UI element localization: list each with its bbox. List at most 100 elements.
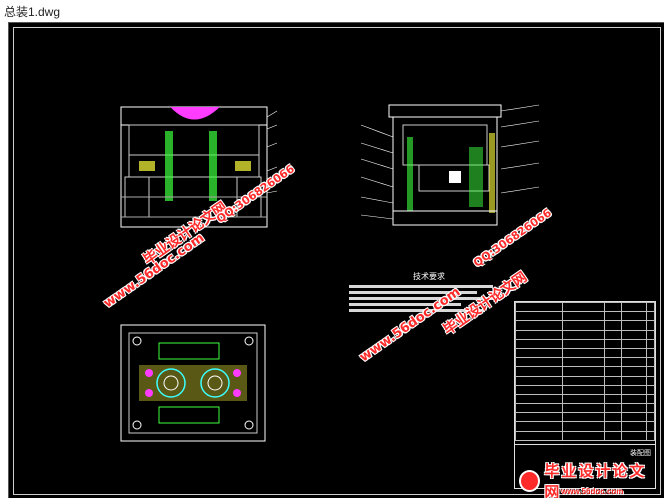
bom-row: [514, 347, 656, 359]
bom-cell: [620, 393, 647, 405]
bom-row: [514, 320, 656, 331]
window-titlebar: 总装1.dwg: [0, 0, 664, 22]
bom-cell: [514, 329, 564, 340]
bom-cell: [645, 301, 656, 313]
bom-cell: [620, 357, 647, 368]
bom-cell: [645, 357, 656, 368]
front-section-svg: [120, 106, 278, 228]
bom-cell: [645, 393, 656, 405]
bom-cell: [645, 403, 656, 414]
bom-cell: [562, 375, 605, 386]
bom-row: [514, 301, 656, 313]
bom-cell: [562, 338, 605, 349]
bom-row: [514, 357, 656, 368]
bom-cell: [562, 384, 605, 395]
drawing-border-frame: [13, 27, 661, 495]
technical-requirements: 技术要求: [349, 271, 509, 315]
brand-url: www.56doc.com: [561, 487, 624, 496]
bom-cell: [514, 301, 564, 313]
bom-row: [514, 430, 656, 441]
brand-stamp: 毕业设计论文网 www.56doc.com: [519, 463, 659, 498]
bom-cell: [620, 320, 647, 331]
bom-cell: [514, 338, 564, 349]
bom-cell: [620, 338, 647, 349]
bom-cell: [603, 421, 622, 432]
bom-cell: [603, 338, 622, 349]
bom-cell: [603, 366, 622, 377]
bom-row: [514, 329, 656, 340]
bom-cell: [514, 366, 564, 377]
bom-cell: [603, 320, 622, 331]
bom-cell: [562, 412, 605, 423]
bom-cell: [514, 384, 564, 395]
bom-cell: [562, 403, 605, 414]
bom-row: [514, 366, 656, 377]
bom-cell: [645, 421, 656, 432]
title-block-name: 装配图: [630, 450, 651, 457]
bom-row: [514, 311, 656, 322]
bom-cell: [514, 393, 564, 405]
bom-cell: [514, 320, 564, 331]
tech-line: [349, 285, 493, 288]
plan-view: [119, 323, 269, 445]
bom-cell: [603, 329, 622, 340]
bom-cell: [514, 403, 564, 414]
bom-cell: [645, 412, 656, 423]
bom-row: [514, 384, 656, 395]
tech-line: [349, 291, 477, 294]
bom-cell: [620, 403, 647, 414]
bom-cell: [620, 329, 647, 340]
bom-cell: [645, 430, 656, 441]
side-section-svg: [360, 104, 540, 226]
bom-cell: [620, 301, 647, 313]
drawing-canvas[interactable]: 技术要求 装配图 www.56doc.com 毕业设计论文网 QQ:306826…: [8, 22, 664, 498]
bom-cell: [514, 357, 564, 368]
bom-cell: [603, 403, 622, 414]
bom-cell: [562, 320, 605, 331]
bom-cell: [620, 366, 647, 377]
bom-cell: [645, 384, 656, 395]
bom-row: [514, 412, 656, 423]
plan-view-svg: [120, 324, 266, 442]
bom-cell: [603, 311, 622, 322]
bom-row: [514, 375, 656, 386]
bom-cell: [620, 412, 647, 423]
bom-cell: [603, 384, 622, 395]
bom-cell: [645, 320, 656, 331]
bom-cell: [603, 375, 622, 386]
tech-line: [349, 309, 485, 312]
front-section-view: [119, 101, 279, 231]
bom-cell: [562, 357, 605, 368]
bom-cell: [620, 430, 647, 441]
bom-cell: [562, 329, 605, 340]
brand-logo-icon: [519, 470, 541, 492]
bom-cell: [620, 311, 647, 322]
bom-cell: [603, 393, 622, 405]
bom-cell: [562, 366, 605, 377]
bom-cell: [562, 347, 605, 359]
bom-row: [514, 338, 656, 349]
bom-cell: [603, 301, 622, 313]
bom-cell: [562, 311, 605, 322]
tech-line: [349, 303, 461, 306]
bom-row: [514, 421, 656, 432]
bom-cell: [645, 338, 656, 349]
tech-line: [349, 297, 501, 300]
bom-cell: [620, 375, 647, 386]
tech-title: 技术要求: [413, 272, 445, 281]
bom-cell: [603, 357, 622, 368]
bom-table: [514, 301, 656, 441]
bom-cell: [514, 412, 564, 423]
bom-cell: [645, 347, 656, 359]
bom-cell: [603, 430, 622, 441]
bom-cell: [620, 421, 647, 432]
bom-row: [514, 403, 656, 414]
bom-cell: [562, 430, 605, 441]
title-block: 装配图: [515, 444, 655, 488]
bom-cell: [603, 347, 622, 359]
bom-cell: [514, 347, 564, 359]
bom-cell: [645, 329, 656, 340]
bill-of-materials: 装配图: [514, 301, 656, 489]
bom-cell: [603, 412, 622, 423]
bom-cell: [562, 393, 605, 405]
